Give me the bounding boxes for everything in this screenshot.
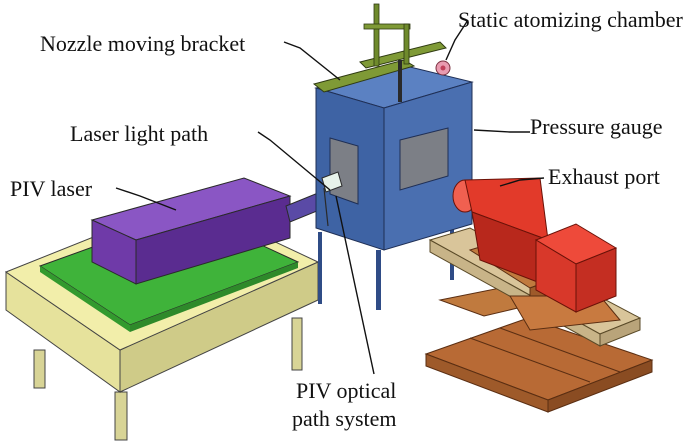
exhaust-port: [452, 177, 618, 313]
label-laser-light-path: Laser light path: [70, 121, 208, 146]
leader-optical-path: [335, 195, 375, 375]
leader-lines: [115, 19, 545, 375]
leader-exhaust-port: [499, 177, 545, 187]
label-nozzle-moving-bracket: Nozzle moving bracket: [40, 31, 245, 56]
label-pressure-gauge: Pressure gauge: [530, 114, 663, 139]
label-piv-laser: PIV laser: [10, 176, 93, 201]
leader-laser-path: [257, 131, 331, 191]
leader-pressure-gauge: [473, 129, 530, 133]
static-atomizing-chamber: [314, 65, 474, 251]
label-piv-optical-line1: PIV optical: [296, 378, 396, 403]
piv-laser: [90, 177, 292, 285]
leader-atomizing-chamber: [445, 19, 469, 61]
nozzle-moving-bracket: [312, 3, 447, 102]
pressure-gauge-icon: [435, 60, 451, 76]
label-static-atomizing-chamber: Static atomizing chamber: [458, 7, 683, 32]
leader-piv-laser: [115, 187, 177, 211]
label-exhaust-port: Exhaust port: [548, 164, 660, 189]
leader-nozzle-bracket: [283, 41, 341, 81]
label-piv-optical-line2: path system: [292, 406, 397, 431]
